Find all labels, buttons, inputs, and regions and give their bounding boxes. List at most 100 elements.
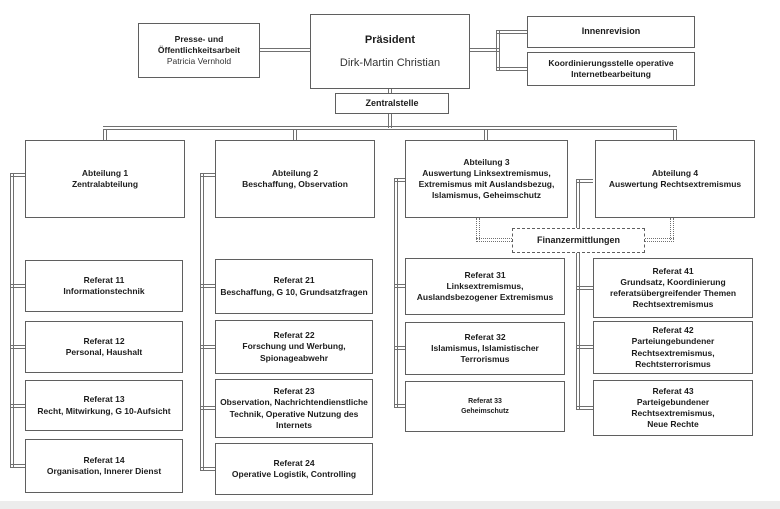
org-box-referat-43: Referat 43 Parteigebundener Rechtsextrem… (593, 380, 753, 436)
org-box-referat-12: Referat 12 Personal, Haushalt (25, 321, 183, 373)
presse-person: Patricia Vernhold (166, 56, 232, 67)
referat-title: Referat 14 (83, 454, 125, 465)
line-spine-referat43 (576, 406, 593, 410)
org-box-referat-41: Referat 41 Grundsatz, Koordinierung refe… (593, 258, 753, 318)
referat-title: Referat 11 (83, 274, 125, 285)
referat-title: Referat 23 (273, 386, 315, 397)
referat-subtitle: Recht, Mitwirkung, G 10-Aufsicht (37, 405, 171, 416)
dashed-line-finanz-right (645, 238, 674, 242)
org-box-referat-24: Referat 24 Operative Logistik, Controlli… (215, 443, 373, 495)
line-bracket-koordinierungsstelle (496, 67, 527, 71)
org-box-praesident: Präsident Dirk-Martin Christian (310, 14, 470, 89)
referat-subtitle: Observation, Nachrichtendienstliche Tech… (220, 397, 368, 430)
org-box-referat-11: Referat 11 Informationstechnik (25, 260, 183, 312)
org-box-abteilung-4: Abteilung 4 Auswertung Rechtsextremismus (595, 140, 755, 218)
referat-subtitle: Geheimschutz (461, 407, 509, 415)
line-spine-referat23 (200, 406, 215, 410)
abteilung-subtitle: Beschaffung, Observation (242, 179, 348, 189)
line-spine-referat21 (200, 284, 215, 288)
referat-title: Referat 24 (273, 457, 315, 468)
line-spine-referat22 (200, 345, 215, 349)
org-box-referat-31: Referat 31 Linksextremismus, Auslandsbez… (405, 258, 565, 315)
referat-subtitle: Operative Logistik, Controlling (231, 469, 357, 479)
line-drop-abteilung3 (484, 129, 488, 140)
referat-title: Referat 41 (652, 265, 694, 276)
org-box-referat-13: Referat 13 Recht, Mitwirkung, G 10-Aufsi… (25, 380, 183, 431)
innenrevision-title: Innenrevision (581, 26, 641, 37)
referat-title: Referat 22 (273, 330, 315, 341)
org-box-referat-14: Referat 14 Organisation, Innerer Dienst (25, 439, 183, 493)
abteilung-subtitle: Auswertung Rechtsextremismus (608, 179, 742, 189)
abteilung-title: Abteilung 2 (271, 167, 319, 178)
referat-title: Referat 32 (464, 331, 506, 342)
abteilung-title: Abteilung 4 (651, 167, 699, 178)
line-abt1-spine (10, 173, 25, 177)
finanzermittlungen-title: Finanzermittlungen (537, 234, 620, 245)
org-box-abteilung-2: Abteilung 2 Beschaffung, Observation (215, 140, 375, 218)
line-spine-referat42 (576, 345, 593, 349)
org-box-referat-42: Referat 42 Parteiungebundener Rechtsextr… (593, 321, 753, 374)
line-drop-abteilung4 (673, 129, 677, 140)
referat-subtitle: Grundsatz, Koordinierung referatsübergre… (609, 276, 737, 310)
line-spine-referat24 (200, 467, 215, 471)
org-box-referat-22: Referat 22 Forschung und Werbung, Spiona… (215, 320, 373, 374)
line-spine-referat13 (10, 404, 25, 408)
referat-subtitle: Beschaffung, G 10, Grundsatzfragen (220, 286, 368, 297)
line-spine-referat14 (10, 464, 25, 468)
line-abt4-spine (576, 179, 593, 183)
referat-title: Referat 33 (468, 398, 502, 406)
line-spine-referat31 (394, 284, 405, 288)
referat-title: Referat 12 (83, 335, 125, 346)
spine-column2 (200, 173, 204, 471)
referat-title: Referat 21 (273, 275, 315, 286)
referat-title: Referat 42 (652, 325, 694, 336)
referat-subtitle: Parteigebundener Rechtsextremismus, Neue… (631, 396, 715, 430)
line-drop-abteilung1 (103, 129, 107, 140)
referat-subtitle: Organisation, Innerer Dienst (46, 466, 162, 476)
line-praesident-bracket (470, 48, 500, 52)
praesident-title: Präsident (364, 33, 416, 46)
spine-column4 (576, 179, 580, 410)
referat-title: Referat 13 (83, 394, 125, 405)
koordinierungsstelle-title: Koordinierungsstelle operative Internetb… (548, 57, 674, 79)
abteilung-title: Abteilung 3 (463, 156, 510, 167)
org-box-koordinierungsstelle: Koordinierungsstelle operative Internetb… (527, 52, 695, 86)
abteilung-subtitle: Zentralabteilung (71, 179, 139, 189)
referat-title: Referat 31 (464, 269, 506, 280)
line-spine-referat11 (10, 284, 25, 288)
spine-column3 (394, 178, 398, 408)
line-bracket-vertical (496, 30, 500, 71)
referat-subtitle: Linksextremismus, Auslandsbezogener Extr… (416, 280, 554, 303)
referat-subtitle: Personal, Haushalt (65, 347, 143, 357)
dashed-line-abt4-finanz (670, 218, 674, 240)
line-spine-referat41 (576, 286, 593, 290)
org-box-abteilung-3: Abteilung 3 Auswertung Linksextremismus,… (405, 140, 568, 218)
line-presse-praesident (260, 48, 310, 52)
line-drop-abteilung2 (293, 129, 297, 140)
dashed-line-finanz-left (476, 238, 512, 242)
page-bottom-strip (0, 501, 780, 509)
org-box-referat-23: Referat 23 Observation, Nachrichtendiens… (215, 379, 373, 438)
referat-subtitle: Parteiungebundener Rechtsextremismus, Re… (631, 336, 715, 369)
line-spine-referat32 (394, 346, 405, 350)
referat-subtitle: Informationstechnik (63, 286, 145, 296)
spine-column1 (10, 173, 14, 468)
org-box-referat-21: Referat 21 Beschaffung, G 10, Grundsatzf… (215, 259, 373, 314)
referat-title: Referat 43 (652, 385, 694, 396)
org-box-referat-32: Referat 32 Islamismus, Islamistischer Te… (405, 322, 565, 375)
org-box-abteilung-1: Abteilung 1 Zentralabteilung (25, 140, 185, 218)
abteilung-subtitle: Auswertung Linksextremismus, Extremismus… (418, 167, 555, 201)
line-main-horizontal (103, 126, 677, 130)
org-box-referat-33: Referat 33 Geheimschutz (405, 381, 565, 432)
org-box-zentralstelle: Zentralstelle (335, 93, 449, 114)
line-abt2-spine (200, 173, 215, 177)
org-box-innenrevision: Innenrevision (527, 16, 695, 48)
abteilung-title: Abteilung 1 (81, 167, 129, 178)
line-spine-referat12 (10, 345, 25, 349)
referat-subtitle: Forschung und Werbung, Spionageabwehr (242, 341, 346, 363)
zentralstelle-title: Zentralstelle (365, 97, 419, 108)
line-abt3-spine (394, 178, 405, 182)
praesident-person: Dirk-Martin Christian (339, 57, 441, 69)
line-praesident-zentralstelle (388, 89, 392, 94)
